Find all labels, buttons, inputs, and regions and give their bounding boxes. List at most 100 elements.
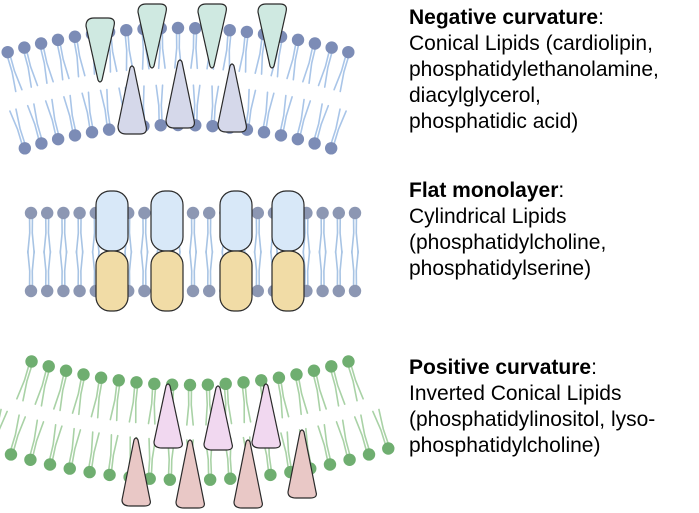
lipid-tail	[258, 250, 262, 292]
lipid-head	[138, 206, 151, 220]
lipid-tail	[209, 250, 214, 292]
lipid-tail	[144, 212, 149, 254]
lipid-head	[77, 368, 90, 381]
lipid-tail	[189, 250, 193, 292]
lipid-tail	[298, 100, 312, 141]
lipid-head	[264, 468, 277, 482]
lipid-head	[73, 206, 86, 220]
lipid-tail	[43, 212, 47, 254]
lipid-tail	[281, 96, 293, 137]
positive-curvature-bilayer	[0, 355, 395, 509]
lipid-head	[206, 119, 219, 133]
cylindrical-lipid-bottom	[271, 250, 305, 312]
lipid-tail	[41, 42, 54, 83]
lipid-head	[237, 376, 250, 389]
cylindrical-lipid-top	[271, 190, 305, 252]
lipid-tail	[294, 373, 302, 416]
flat-monolayer-bilayer	[24, 190, 362, 312]
lipid-tail	[75, 35, 86, 77]
lipid-head	[148, 377, 161, 391]
lipid-tail	[16, 360, 31, 400]
lipid-head	[59, 364, 73, 377]
conical-lipid-bottom	[165, 59, 195, 129]
lipid-tail	[190, 384, 194, 426]
lipid-tail	[50, 425, 63, 466]
lipid-tail	[147, 382, 154, 425]
lipid-head	[274, 129, 288, 142]
lipid-tail	[115, 379, 122, 422]
lipid-tail	[63, 250, 68, 292]
lipid-tail	[244, 31, 250, 73]
lipid-tail	[317, 425, 330, 466]
lipid-tail	[253, 250, 258, 292]
lipid-tail	[312, 103, 323, 144]
lipid-tail	[59, 370, 69, 412]
lipid-tail	[87, 431, 94, 473]
lipid-tail	[189, 212, 193, 254]
lipid-tail	[349, 360, 364, 400]
lipid-tail	[155, 84, 161, 127]
lipid-head	[342, 45, 355, 59]
lipid-tail	[331, 110, 347, 150]
conical-lipid-top	[137, 3, 167, 69]
lipid-head	[57, 284, 70, 298]
lipid-head	[219, 377, 232, 391]
lipid-tail	[15, 108, 28, 149]
lipid-tail	[71, 373, 83, 414]
lipid-head	[257, 126, 271, 139]
lipid-tail	[360, 414, 372, 455]
lipid-tail	[22, 47, 33, 88]
positive-curvature-line-2: (phosphatidylinositol, lyso-	[409, 408, 656, 431]
lipid-tail	[109, 379, 119, 421]
negative-curvature-line-2: phosphatidylethanolamine,	[409, 58, 659, 81]
lipid-tail	[295, 98, 305, 140]
lipid-head	[94, 371, 108, 384]
lipid-tail	[209, 212, 214, 254]
lipid-tail	[123, 29, 128, 72]
lipid-tail	[353, 416, 369, 456]
lipid-tail	[335, 421, 349, 461]
lipid-tail	[213, 85, 220, 128]
lipid-tail	[9, 110, 25, 150]
lipid-head	[308, 37, 322, 50]
lipid-tail	[306, 212, 311, 254]
lipid-head	[154, 119, 167, 132]
lipid-head	[18, 142, 32, 155]
lipid-head	[203, 284, 216, 298]
lipid-tail	[58, 38, 70, 80]
lipid-head	[73, 284, 86, 298]
lipid-tail	[75, 250, 80, 292]
inverted-conical-lipid-bottom	[287, 429, 317, 499]
lipid-tail	[90, 376, 101, 418]
flat-monolayer-title: Flat monolayer	[409, 179, 559, 202]
inverted-conical-lipid-top	[203, 385, 233, 451]
lipid-head	[189, 22, 202, 35]
lipid-tail	[107, 434, 113, 476]
lipid-head	[348, 206, 362, 220]
lipid-head	[325, 41, 338, 54]
lipid-tail	[128, 212, 133, 254]
lipid-tail	[318, 212, 323, 254]
lipid-tail	[153, 383, 157, 425]
negative-curvature-line-1: Conical Lipids (cardiolipin,	[409, 32, 653, 55]
positive-curvature-caption: Positive curvature: Inverted Conical Lip…	[409, 355, 697, 459]
lipid-head	[68, 30, 82, 43]
lipid-tail	[318, 250, 323, 292]
lipid-head	[332, 284, 345, 298]
cylindrical-lipid-bottom	[219, 250, 253, 312]
lipid-tail	[81, 92, 92, 134]
lipid-tail	[147, 437, 151, 480]
lipid-head	[138, 284, 151, 298]
lipid-tail	[190, 27, 195, 69]
lipid-tail	[47, 423, 57, 465]
lipid-head	[251, 284, 264, 298]
lipid-head	[51, 33, 65, 47]
lipid-head	[186, 206, 200, 220]
lipid-tail	[286, 431, 293, 473]
lipid-tail	[63, 96, 75, 137]
lipid-head	[324, 142, 338, 155]
lipid-tail	[241, 381, 246, 424]
lipid-head	[382, 442, 395, 455]
conical-lipid-top	[197, 3, 227, 69]
lipid-tail	[228, 29, 233, 72]
